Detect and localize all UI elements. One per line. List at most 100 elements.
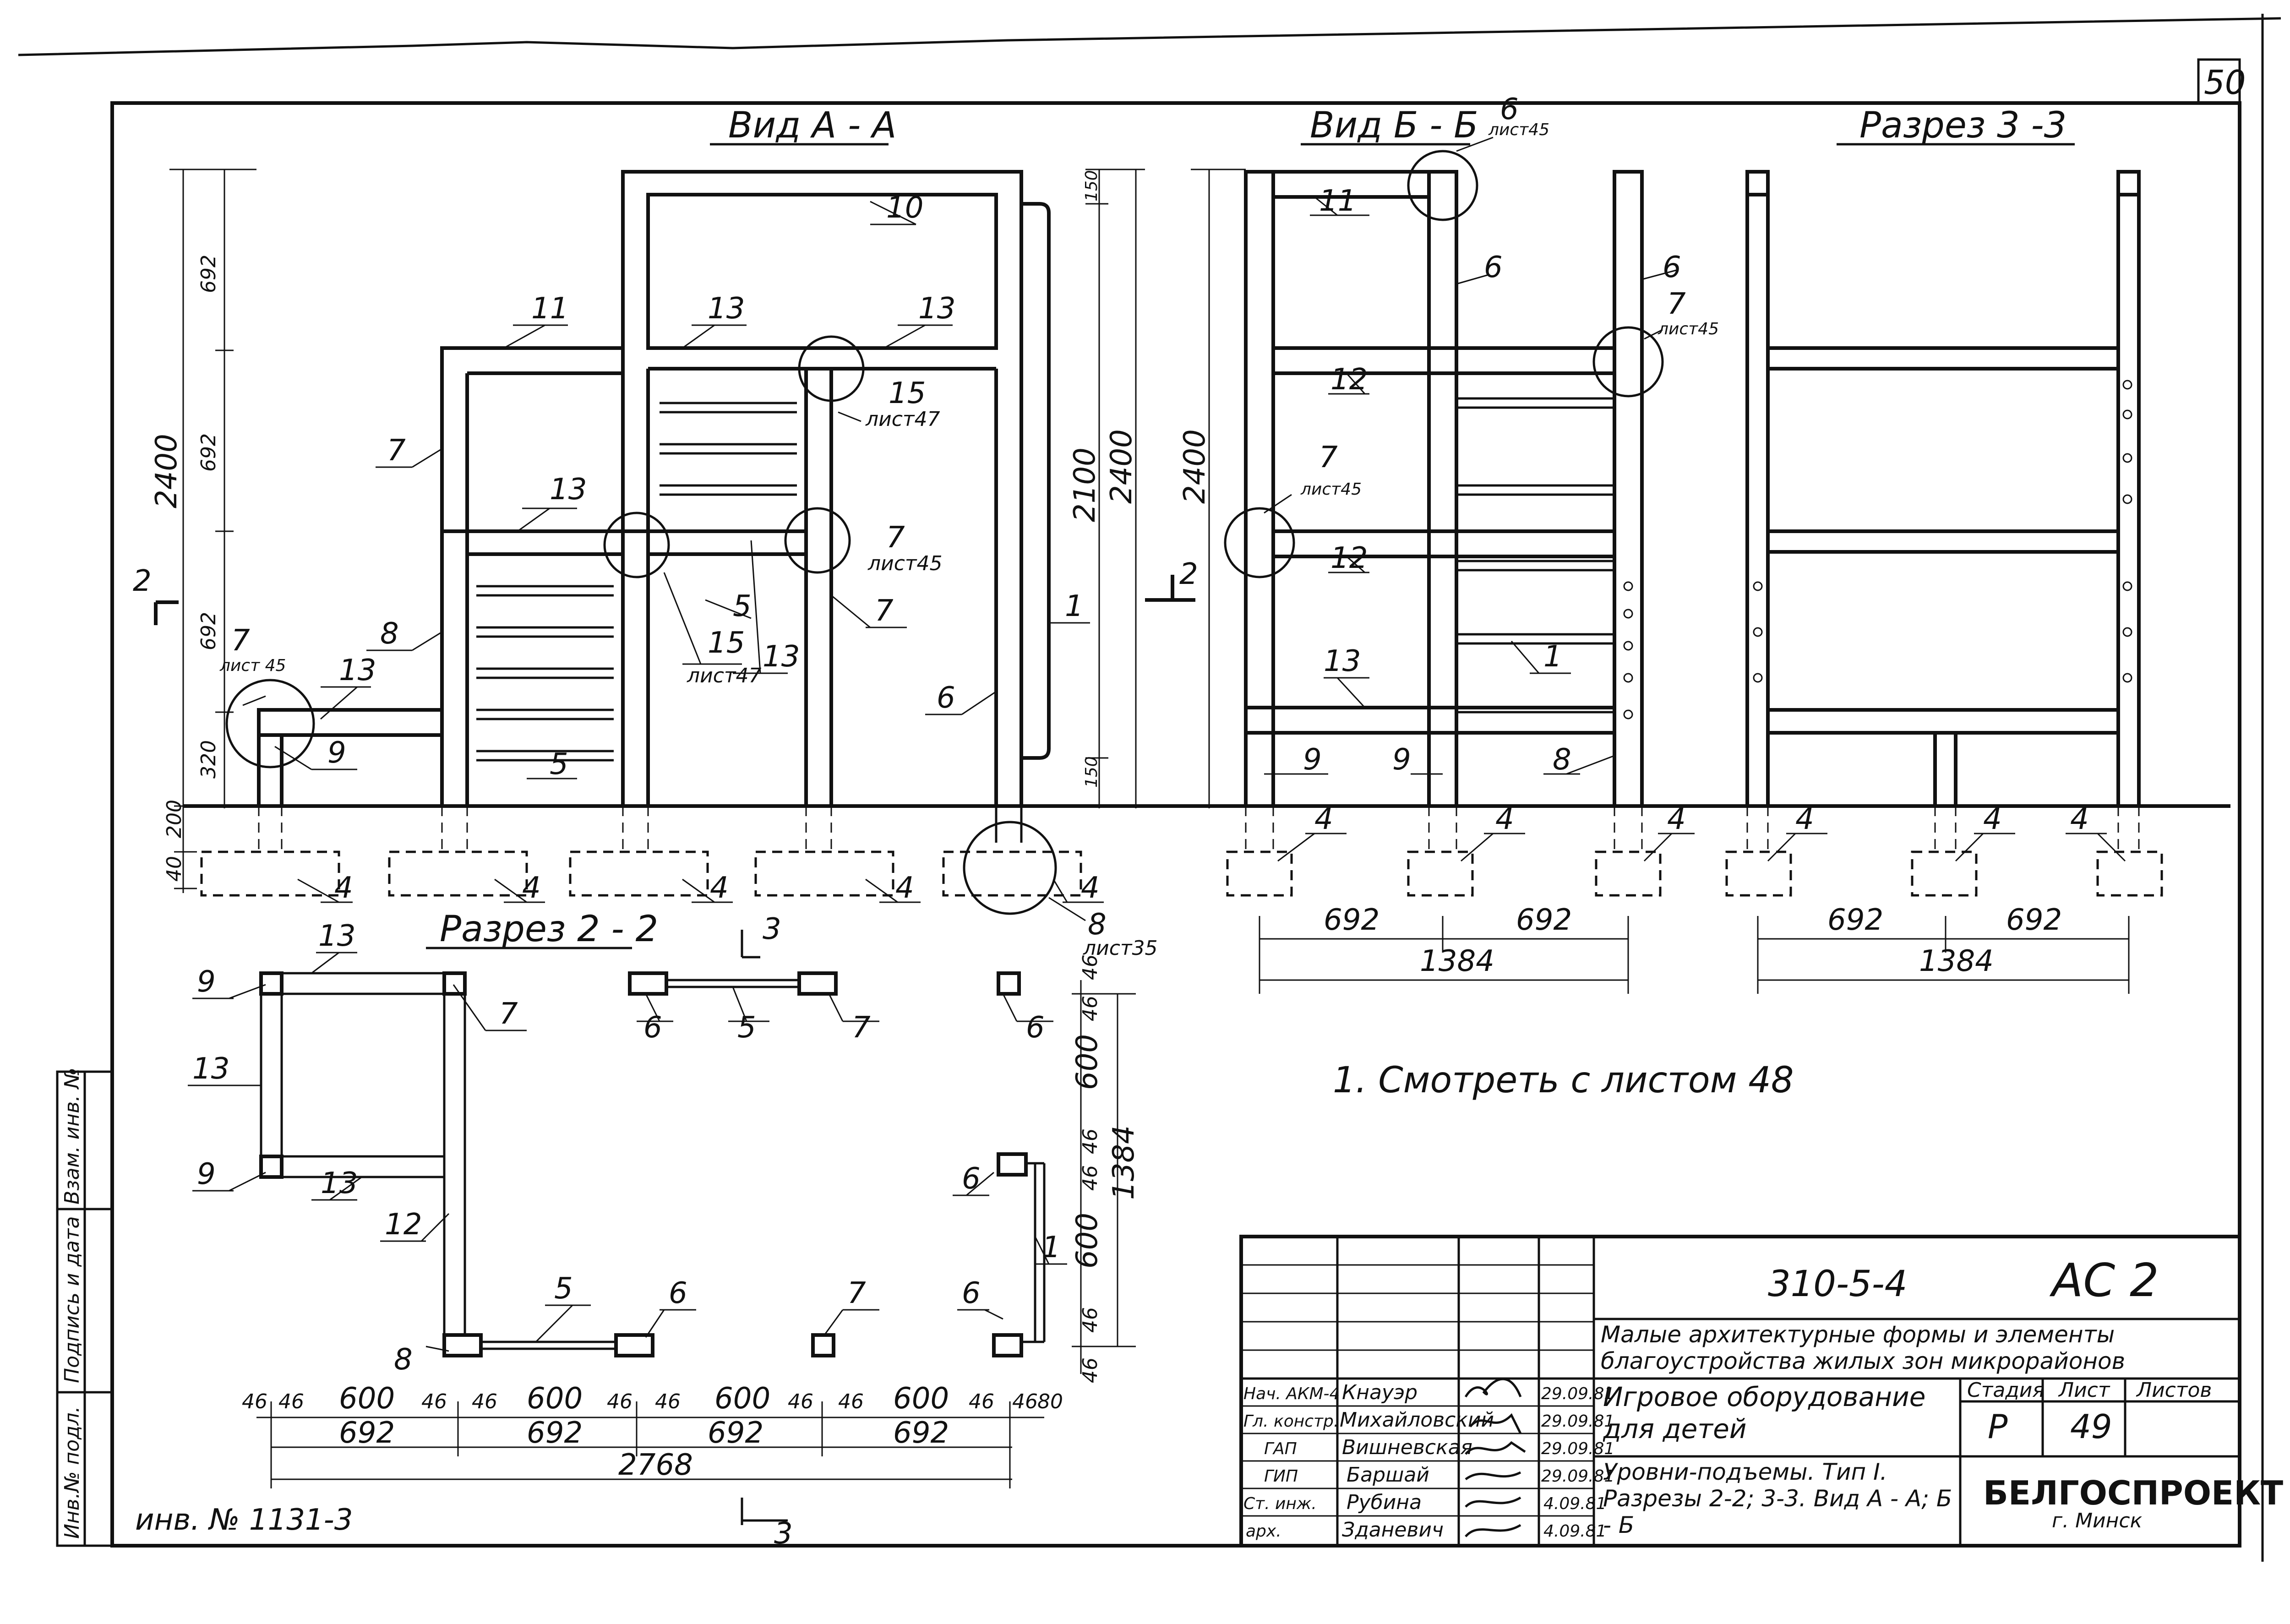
side-stamp — [56, 1070, 114, 1547]
s33-callout-4-a: 4 — [1795, 802, 1814, 836]
s22-callout-5-top: 5 — [737, 1011, 756, 1045]
aa-callout-13-b: 13 — [918, 292, 955, 326]
tb-sheets-header: Листов — [2136, 1379, 2212, 1402]
side-label-inventory: Инв.№ подл. — [60, 1406, 84, 1539]
s22-callout-7-top-right: 7 — [852, 1011, 871, 1045]
tb-sheet-header: Лист — [2058, 1379, 2110, 1402]
aa-callout-9: 9 — [327, 736, 346, 770]
bb-callout-7-b: 7 — [1319, 441, 1338, 474]
s22-dim-46-10: 46 — [1012, 1390, 1038, 1413]
s22-dim-80: 80 — [1037, 1390, 1063, 1413]
aa-callout-7-d: 7 — [231, 624, 250, 658]
signatures — [1464, 1378, 1526, 1537]
s22-dim-r-600-1: 600 — [1070, 1034, 1104, 1090]
aa-callout-4-b: 4 — [522, 871, 541, 905]
bb-callout-9-b: 9 — [1392, 743, 1411, 777]
aa-callout-4-d: 4 — [895, 871, 914, 905]
view-aa-leaders — [242, 201, 1104, 921]
aa-callout-15-b: 15 — [708, 626, 745, 660]
s22-dim-46-3: 46 — [421, 1390, 447, 1413]
bb-callout-11: 11 — [1319, 184, 1356, 218]
bb-callout-8: 8 — [1553, 743, 1571, 777]
tb-project: Малые архитектурные формы и элементы бла… — [1601, 1321, 2126, 1374]
section-mark-2 — [154, 575, 1195, 625]
aa-callout-15-a: 15 — [889, 376, 926, 410]
s22-dim-46-6: 46 — [655, 1390, 681, 1413]
s22-callout-6-b: 6 — [962, 1276, 981, 1310]
s22-dim-r-46-3: 46 — [1079, 1128, 1102, 1154]
aa-callout-4-e: 4 — [1081, 871, 1100, 905]
tb-project-box: Малые архитектурные формы и элементы бла… — [1601, 1321, 2126, 1374]
aa-callout-1: 1 — [1065, 589, 1084, 623]
inventory-number: инв. № 1131-3 — [135, 1503, 353, 1537]
s22-dim-2768: 2768 — [618, 1448, 693, 1482]
bb-callout-12-a: 12 — [1330, 363, 1368, 397]
bb-callout-6-a: 6 — [1484, 251, 1503, 284]
view-aa-frame — [200, 170, 1082, 915]
aa-dim-150-bottom: 150 — [1082, 756, 1101, 788]
view-s33-title: Разрез 3 -3 — [1859, 105, 2066, 146]
view-bb-leaders — [1264, 136, 1695, 862]
s22-callout-7-top: 7 — [499, 997, 518, 1031]
tb-staff-name-5: Зданевич — [1342, 1518, 1444, 1542]
s22-callout-5-bottom: 5 — [554, 1272, 573, 1306]
aa-callout-5-b: 5 — [550, 747, 568, 781]
aa-callout-13-c: 13 — [550, 473, 587, 507]
s33-callout-4-b: 4 — [1983, 802, 2002, 836]
view-bb-title: Вид Б - Б — [1310, 105, 1478, 146]
view-s22-leaders — [188, 930, 1067, 1525]
tb-drawing-box: Уровни-подъемы. Тип I. Разрезы 2-2; 3-3.… — [1603, 1459, 1952, 1538]
bb-callout-6-b: 6 — [1663, 251, 1681, 284]
aa-callout-13-a: 13 — [708, 292, 745, 326]
bb-callout-6-top: 6 — [1500, 93, 1519, 126]
aa-callout-4-a: 4 — [334, 871, 353, 905]
bb-callout-1: 1 — [1543, 640, 1562, 674]
s22-dim-600-3: 600 — [714, 1382, 770, 1416]
s22-dim-46-4: 46 — [472, 1390, 497, 1413]
sheet-number: 50 — [2204, 63, 2246, 102]
s22-dim-692-2: 692 — [527, 1416, 583, 1450]
bb-callout-9-a: 9 — [1303, 743, 1322, 777]
aa-callout-10: 10 — [886, 191, 923, 225]
tb-staff-role-1: Гл. констр. — [1243, 1412, 1339, 1431]
aa-callout-7-a: 7 — [387, 434, 406, 468]
tb-mark: АС 2 — [2049, 1253, 2159, 1307]
bb-callout-7-a: 7 — [1667, 287, 1686, 321]
aa-callout-8-ref: лист35 — [1083, 937, 1158, 960]
s22-dim-692-3: 692 — [708, 1416, 763, 1450]
aa-dim-692-mid: 692 — [197, 433, 220, 472]
bb-callout-7-b-ref: лист45 — [1300, 480, 1362, 499]
bb-dim-2400: 2400 — [1178, 429, 1212, 504]
s22-callout-8: 8 — [394, 1343, 413, 1377]
s22-callout-13-left: 13 — [192, 1052, 229, 1086]
s22-callout-6-d: 6 — [1026, 1011, 1045, 1045]
s22-dim-46-2: 46 — [278, 1390, 304, 1413]
aa-callout-13-d: 13 — [763, 640, 800, 674]
s22-dim-46-5: 46 — [607, 1390, 632, 1413]
bb-callout-7-a-ref: лист45 — [1658, 320, 1719, 338]
s22-dim-46-1: 46 — [242, 1390, 267, 1413]
tb-org: БЕЛГОСПРОЕКТ — [1983, 1474, 2283, 1512]
aa-callout-6: 6 — [937, 681, 955, 715]
s22-callout-6-a: 6 — [669, 1276, 687, 1310]
view-aa-title: Вид А - А — [728, 105, 896, 146]
s22-callout-13-top: 13 — [318, 919, 355, 953]
s22-dim-r-46-1: 46 — [1079, 954, 1102, 980]
tb-staff-name-4: Рубина — [1347, 1491, 1422, 1514]
s22-dim-r-46-4: 46 — [1079, 1165, 1102, 1191]
tb-staff-date-2: 29.09.81 — [1541, 1439, 1614, 1458]
tb-staff-name-3: Баршай — [1347, 1463, 1429, 1487]
view-s33-dimensions — [1757, 833, 2130, 994]
tb-staff-name-2: Вишневская — [1342, 1436, 1472, 1459]
s22-dim-46-9: 46 — [969, 1390, 994, 1413]
side-label-replace: Взам. инв. № — [60, 1068, 84, 1204]
aa-dim-2400-left: 2400 — [150, 434, 184, 508]
s22-callout-1: 1 — [1042, 1231, 1061, 1264]
s22-dim-600-1: 600 — [339, 1382, 395, 1416]
section-2-right-label: 2 — [1179, 557, 1198, 591]
section-3-top-label: 3 — [763, 912, 781, 946]
tb-staff-role-2: ГАП — [1264, 1439, 1297, 1458]
tb-staff-role-3: ГИП — [1264, 1467, 1298, 1486]
s22-dim-46-7: 46 — [788, 1390, 813, 1413]
aa-callout-4-c: 4 — [710, 871, 729, 905]
